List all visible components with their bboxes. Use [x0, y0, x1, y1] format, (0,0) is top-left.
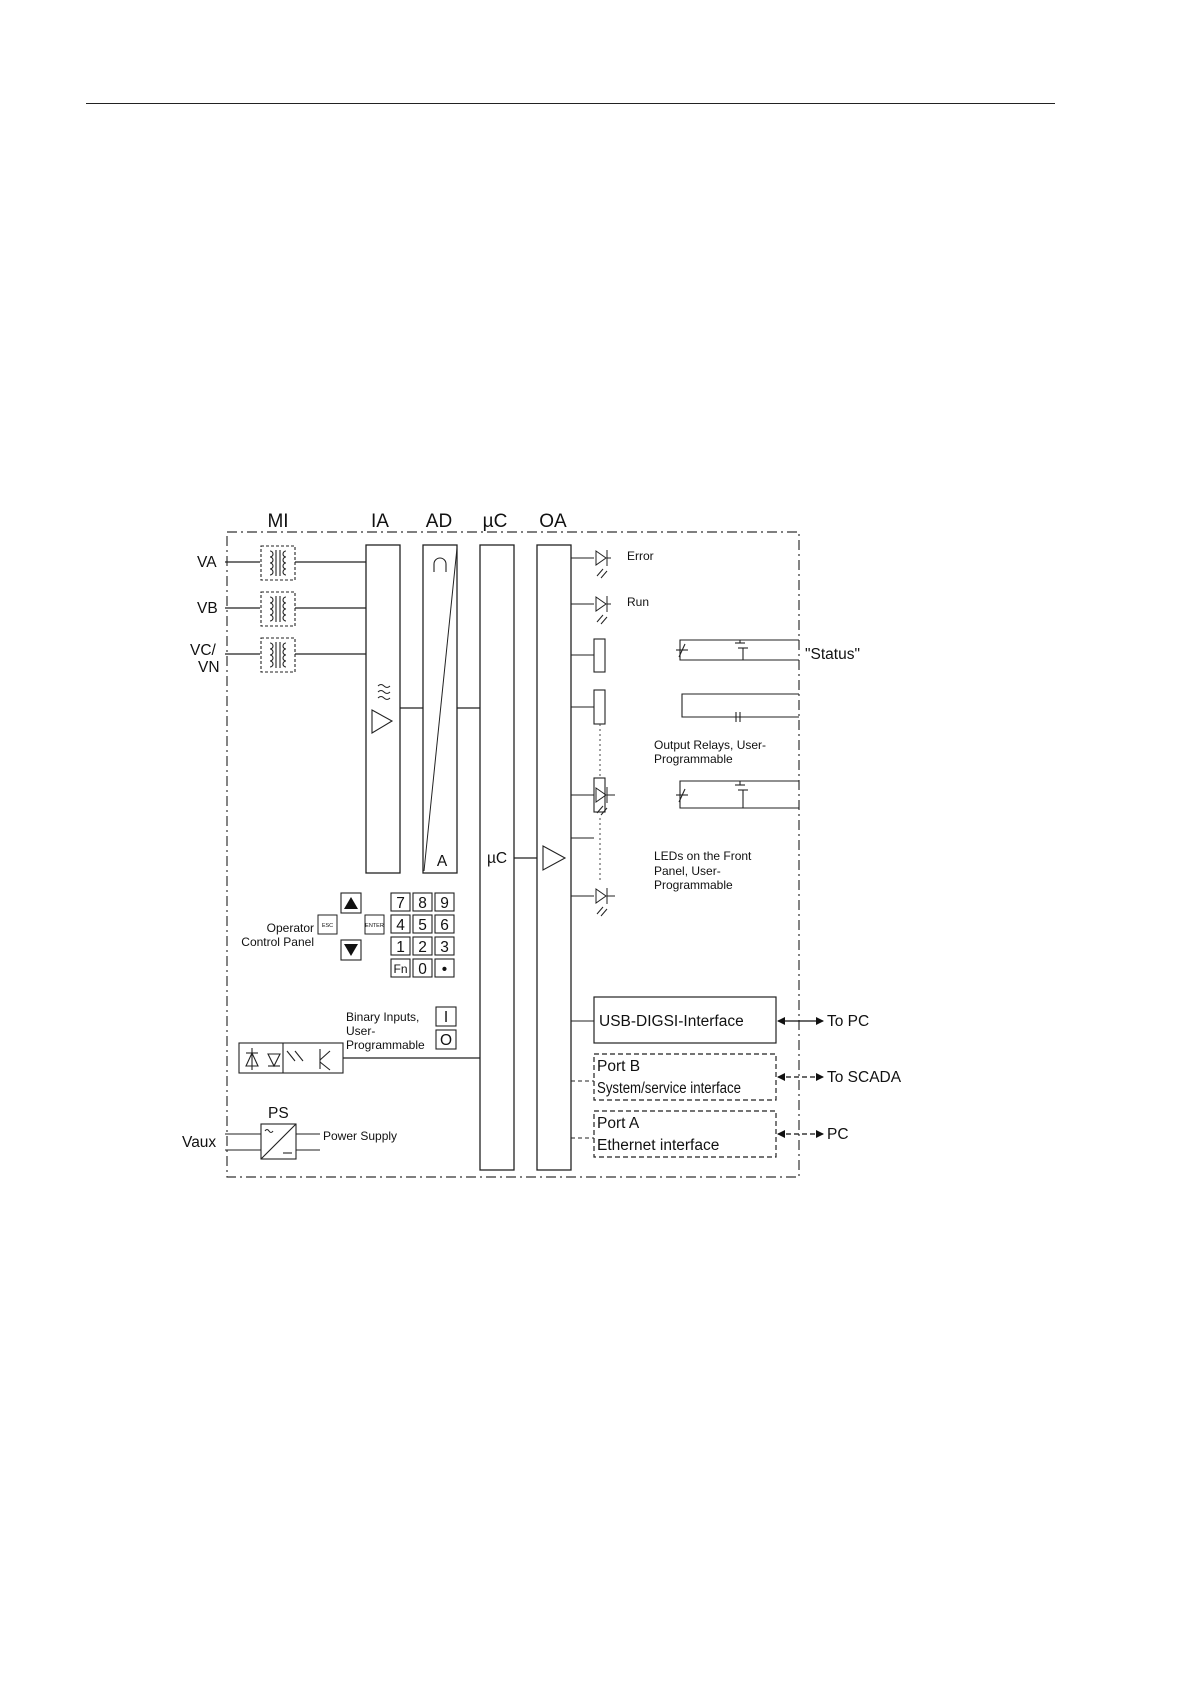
key-3-label: 3	[440, 939, 449, 956]
keypad	[390, 892, 455, 978]
column-mi-label: MI	[267, 511, 288, 532]
power-supply-label: Power Supply	[323, 1129, 397, 1143]
key-dot[interactable]	[434, 958, 455, 978]
binary-inputs-label-3: Programmable	[346, 1038, 425, 1052]
amplifier-oa-icon	[542, 845, 567, 871]
operator-panel-label-1: Operator	[267, 921, 314, 935]
arrow-up-key[interactable]	[340, 892, 362, 914]
enter-key[interactable]: ENTER	[364, 914, 385, 935]
column-ia-label: IA	[371, 511, 389, 532]
led-error-label: Error	[627, 549, 654, 563]
binary-input-key-i[interactable]: I	[435, 1006, 457, 1027]
relay-contact-2	[681, 693, 799, 722]
pc-label: PC	[827, 1126, 849, 1143]
port-a-box	[593, 1110, 777, 1158]
key-8-label: 8	[418, 895, 427, 912]
transformer-vc-icon	[260, 637, 296, 673]
status-relay-contacts	[676, 639, 799, 661]
arrow-down-key[interactable]	[340, 939, 362, 961]
column-ad-label: AD	[426, 511, 452, 532]
key-2-label: 2	[418, 939, 427, 956]
key-3[interactable]	[434, 936, 455, 956]
device-boundary	[226, 531, 800, 1178]
key-4-label: 4	[396, 917, 405, 934]
transformer-va-icon	[260, 545, 296, 581]
key-dot-label: •	[442, 961, 447, 978]
ad-block-label: A	[437, 853, 448, 870]
binary-inputs-label-1: Binary Inputs,	[346, 1010, 419, 1024]
ia-block	[365, 544, 401, 874]
esc-key[interactable]: ESC	[317, 914, 338, 935]
power-supply-icon	[260, 1123, 297, 1160]
key-9-label: 9	[440, 895, 449, 912]
input-va-label: VA	[197, 554, 217, 571]
port-b-box	[593, 1053, 777, 1101]
port-b-desc: System/service interface	[597, 1080, 741, 1097]
input-vc-label: VC/	[190, 642, 217, 659]
key-0[interactable]	[412, 958, 433, 978]
oa-block	[536, 544, 572, 1171]
vaux-label: Vaux	[182, 1134, 216, 1151]
key-0-label: 0	[418, 961, 427, 978]
port-a-title: Port A	[597, 1115, 640, 1132]
key-1[interactable]	[390, 936, 411, 956]
relay-coil-1	[593, 638, 606, 673]
led-run-label: Run	[627, 595, 649, 609]
uc-block-label: µC	[487, 850, 507, 867]
key-5-label: 5	[418, 917, 427, 934]
optocoupler-icon	[238, 1042, 344, 1074]
relay-coil-3	[593, 777, 606, 813]
output-relays-label-2: Programmable	[654, 752, 733, 766]
front-leds-label-1: LEDs on the Front	[654, 849, 752, 863]
header-rule	[86, 103, 1055, 104]
binary-input-key-o-label: O	[440, 1032, 452, 1049]
key-2[interactable]	[412, 936, 433, 956]
to-pc-label: To PC	[827, 1013, 869, 1030]
key-8[interactable]	[412, 892, 433, 912]
amplifier-ia-icon	[371, 709, 394, 734]
operator-panel-label-2: Control Panel	[241, 935, 314, 949]
input-vn-label: VN	[198, 659, 220, 676]
usb-interface-label: USB-DIGSI-Interface	[599, 1013, 744, 1030]
filter-icon	[377, 684, 391, 700]
key-6-label: 6	[440, 917, 449, 934]
key-1-label: 1	[396, 939, 405, 956]
uc-block	[479, 544, 515, 1171]
enter-key-label: ENTER	[365, 923, 384, 929]
key-fn-label: Fn	[393, 962, 407, 976]
front-leds-label-3: Programmable	[654, 878, 733, 892]
status-label: "Status"	[805, 646, 860, 663]
key-7-label: 7	[396, 895, 405, 912]
input-vb-label: VB	[197, 600, 218, 617]
key-4[interactable]	[390, 914, 411, 934]
front-led-2-icon	[595, 888, 615, 917]
binary-input-key-i-label: I	[444, 1009, 448, 1026]
key-9[interactable]	[434, 892, 455, 912]
led-run-icon	[595, 596, 611, 625]
ps-label: PS	[268, 1105, 289, 1122]
front-led-1-icon	[595, 787, 615, 816]
key-7[interactable]	[390, 892, 411, 912]
key-6[interactable]	[434, 914, 455, 934]
column-uc-label: µC	[483, 511, 508, 532]
transformer-vb-icon	[260, 591, 296, 627]
output-relays-label-1: Output Relays, User-	[654, 738, 766, 752]
relay-coil-2	[593, 689, 606, 725]
key-fn[interactable]	[390, 958, 411, 978]
port-b-title: Port B	[597, 1058, 640, 1075]
to-scada-label: To SCADA	[827, 1069, 902, 1086]
port-a-desc: Ethernet interface	[597, 1137, 719, 1154]
esc-key-label: ESC	[322, 923, 333, 929]
key-5[interactable]	[412, 914, 433, 934]
binary-inputs-label-2: User-	[346, 1024, 375, 1038]
column-oa-label: OA	[539, 511, 567, 532]
ad-symbol-icon	[433, 557, 447, 572]
binary-input-key-o[interactable]: O	[435, 1029, 457, 1050]
usb-interface-box	[593, 996, 777, 1044]
front-leds-label-2: Panel, User-	[654, 864, 721, 878]
led-error-icon	[595, 550, 611, 579]
relay-contact-3	[676, 780, 799, 809]
